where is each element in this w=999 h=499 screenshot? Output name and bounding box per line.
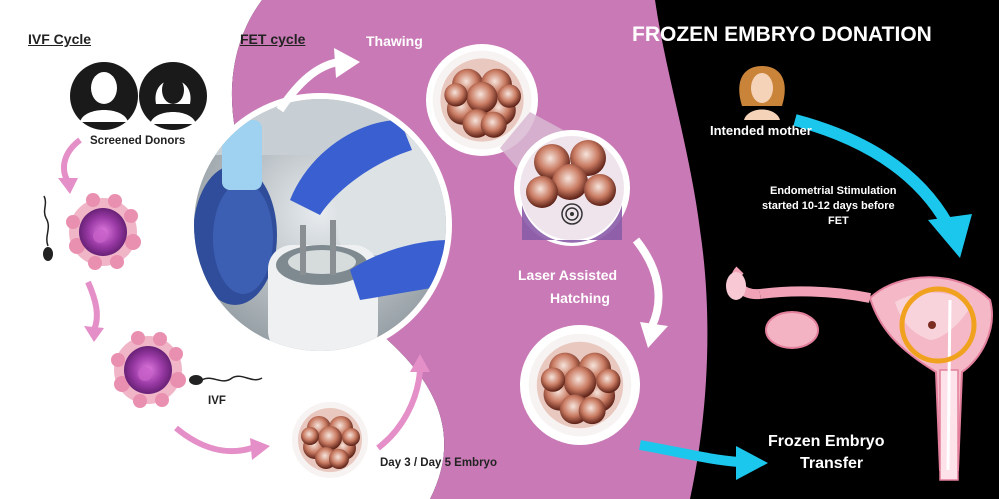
- screened-donors-label: Screened Donors: [90, 135, 186, 147]
- fet-arrow: [632, 237, 663, 328]
- laser-target-icon: [561, 203, 583, 225]
- hatching-label-line1: Laser Assisted: [518, 267, 618, 283]
- intended-mother-label: Intended mother: [710, 123, 812, 138]
- ivf-label: IVF: [208, 395, 226, 407]
- female-donor-icon: [139, 62, 207, 130]
- day-embryo-label: Day 3 / Day 5 Embryo: [380, 457, 497, 469]
- hatched-embryo-image: [520, 325, 640, 445]
- stimulation-label-line2: started 10-12 days before: [762, 200, 895, 212]
- sperm-icon: [43, 195, 53, 261]
- embryo-focus-ring: [899, 286, 977, 364]
- stimulation-label-line1: Endometrial Stimulation: [770, 185, 897, 197]
- ivf-cycle-heading: IVF Cycle: [28, 31, 92, 47]
- thawing-label: Thawing: [366, 33, 423, 49]
- male-donor-icon: [70, 62, 138, 130]
- day-embryo-image: [292, 402, 368, 478]
- ivf-arrow: [85, 280, 100, 332]
- cryo-tank-photo: [188, 93, 452, 357]
- laser-hatching-zoom-image: [514, 130, 630, 246]
- diagram-title: FROZEN EMBRYO DONATION: [632, 23, 932, 46]
- transfer-arrow: [639, 440, 741, 467]
- ivf-arrow: [376, 369, 423, 451]
- fet-cycle-heading: FET cycle: [240, 31, 306, 47]
- uterus-icon: [726, 266, 993, 481]
- sperm-icon: [189, 375, 263, 385]
- stimulation-label-line3: FET: [828, 215, 849, 227]
- transfer-label-line2: Transfer: [800, 455, 864, 472]
- ivf-arrow: [174, 425, 253, 454]
- hatching-label-line2: Hatching: [550, 290, 610, 306]
- transfer-label-line1: Frozen Embryo: [768, 433, 885, 450]
- stimulation-arrow: [793, 114, 954, 228]
- intended-mother-icon: [739, 66, 785, 120]
- thawed-embryo-image: [426, 44, 538, 156]
- fet-arrow: [276, 58, 339, 113]
